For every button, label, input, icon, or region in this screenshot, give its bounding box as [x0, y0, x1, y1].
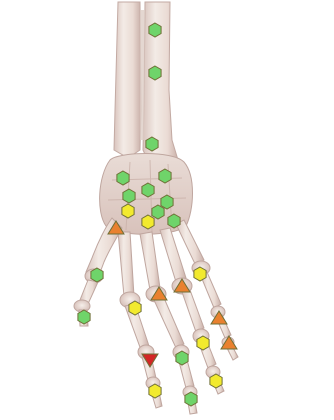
- index-knuckle-yellow-hexagon-icon[interactable]: [129, 301, 141, 315]
- carpal-7-yellow-hexagon-icon[interactable]: [122, 204, 134, 218]
- carpal-5-green-hexagon-icon[interactable]: [161, 195, 173, 209]
- ring-proximal-phalanx: [182, 290, 204, 332]
- middle-tip-green-hexagon-icon[interactable]: [185, 392, 197, 406]
- forearm-middle-green-hexagon-icon[interactable]: [149, 66, 161, 80]
- forearm-distal-green-hexagon-icon[interactable]: [146, 137, 158, 151]
- thumb-metacarpal-green-hexagon-icon[interactable]: [91, 268, 103, 282]
- carpal-8-yellow-hexagon-icon[interactable]: [142, 215, 154, 229]
- ring-tip-yellow-hexagon-icon[interactable]: [210, 374, 222, 388]
- ring-middle-yellow-hexagon-icon[interactable]: [197, 336, 209, 350]
- middle-metacarpal: [140, 232, 160, 290]
- carpal-6-green-hexagon-icon[interactable]: [152, 205, 164, 219]
- middle-middle-green-hexagon-icon[interactable]: [176, 351, 188, 365]
- carpal-4-green-hexagon-icon[interactable]: [123, 189, 135, 203]
- carpal-9-green-hexagon-icon[interactable]: [168, 214, 180, 228]
- ring-metacarpal-top-yellow-hexagon-icon[interactable]: [194, 267, 206, 281]
- middle-proximal-phalanx: [154, 298, 184, 348]
- forearm-upper-green-hexagon-icon[interactable]: [149, 23, 161, 37]
- carpal-2-green-hexagon-icon[interactable]: [159, 169, 171, 183]
- ulna-bone: [114, 2, 141, 158]
- carpal-3-green-hexagon-icon[interactable]: [142, 183, 154, 197]
- carpal-1-green-hexagon-icon[interactable]: [117, 171, 129, 185]
- index-tip-yellow-hexagon-icon[interactable]: [149, 384, 161, 398]
- index-metacarpal: [118, 232, 134, 296]
- thumb-tip-green-hexagon-icon[interactable]: [78, 310, 90, 324]
